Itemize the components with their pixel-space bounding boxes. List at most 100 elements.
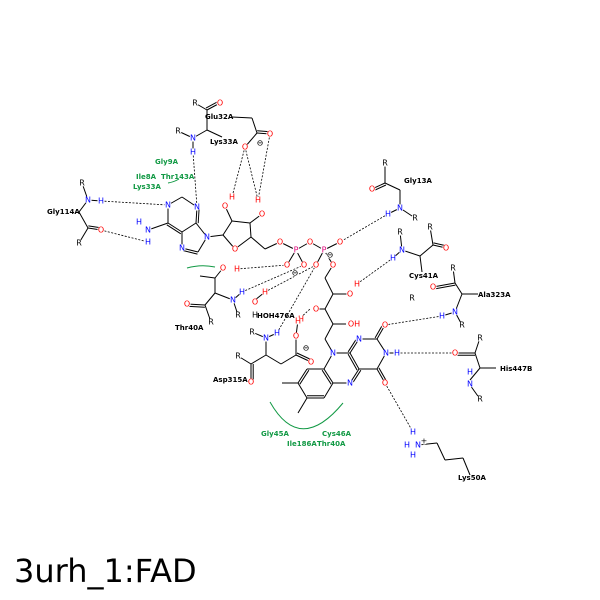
atom-background <box>231 245 239 253</box>
atom-background <box>403 441 411 449</box>
oxygen-atom: O <box>308 358 314 367</box>
oxygen-atom: O <box>430 283 436 292</box>
bond <box>297 382 308 399</box>
r-group: R <box>427 223 433 232</box>
bond <box>474 352 481 369</box>
bonds <box>78 100 496 476</box>
bond <box>454 282 463 295</box>
bond <box>199 275 216 279</box>
bond <box>444 457 464 461</box>
atom-background <box>426 223 434 231</box>
bond <box>349 352 360 370</box>
atom-background <box>97 226 105 234</box>
atom-background <box>251 298 259 306</box>
oxygen-atom: O <box>217 99 223 108</box>
atom-background <box>442 244 450 252</box>
hydrophobic-label-thr40a: Thr40A <box>317 440 346 448</box>
hydrogen-atom: H <box>98 197 104 206</box>
atom-background <box>466 380 474 388</box>
oxygen-atom: O <box>313 261 319 270</box>
hydrogen-atom: H <box>262 288 268 297</box>
atom-background <box>381 379 389 387</box>
atom-background <box>329 261 337 269</box>
oxygen-atom: O <box>337 238 343 247</box>
nitrogen-atom: N <box>204 233 210 242</box>
bond <box>432 282 456 288</box>
hydrogen-bond <box>257 133 271 201</box>
hydrogen-atom: H <box>410 451 416 460</box>
hydrogen-atom: H <box>255 196 261 205</box>
bond <box>251 117 258 134</box>
atom-background <box>438 312 446 320</box>
atom-background <box>291 269 299 277</box>
negative-charge-icon: ⊖ <box>257 139 264 148</box>
atom-background <box>320 246 328 254</box>
bond <box>250 236 266 250</box>
r-group: R <box>175 127 181 136</box>
hydrogen-bond <box>384 315 443 326</box>
hydrogen-atom: H <box>190 148 196 157</box>
residue-labels: Glu32ALys33AGly114AGly13ACys41AAla323AHi… <box>47 113 532 482</box>
nitrogen-atom: N <box>347 379 353 388</box>
hydrogen-atom: H <box>439 312 445 321</box>
atom-background <box>300 261 308 269</box>
atom-background <box>346 318 358 330</box>
hydrogen-atom: H <box>298 315 304 324</box>
nitrogen-atom: N <box>452 308 458 317</box>
atom-background <box>429 283 437 291</box>
oxygen-atom: O <box>248 378 254 387</box>
hydrogen-atom: H <box>274 329 280 338</box>
atom-background <box>97 197 105 205</box>
hydrogen-bond <box>264 264 317 293</box>
nitrogen-atom: N <box>356 335 362 344</box>
r-group: R <box>450 264 456 273</box>
atom-background <box>326 251 334 259</box>
bond <box>323 368 334 384</box>
double-bond <box>321 369 332 385</box>
atom-background <box>221 202 229 210</box>
phosphorus-atom: P <box>322 246 327 255</box>
atom-background <box>241 143 249 151</box>
bond <box>384 182 401 191</box>
oxygen-atom: O <box>232 245 238 254</box>
residue-label-lys50a: Lys50A <box>458 474 486 482</box>
hydrogen-atom: H <box>239 288 245 297</box>
oxygen-atom: O <box>252 298 258 307</box>
atom-background <box>302 344 310 352</box>
residue-label-his447b: His447B <box>500 365 532 373</box>
residue-label-lys33a-top: Lys33A <box>210 138 238 146</box>
oxygen-atom: O <box>330 261 336 270</box>
hydrogen-atom: H <box>145 238 151 247</box>
atom-background <box>466 368 474 376</box>
r-group: R <box>397 228 403 237</box>
atom-background <box>451 349 459 357</box>
residue-label-glu32a: Glu32A <box>205 113 234 121</box>
nitrogen-atom: N <box>230 296 236 305</box>
oxygen-atom: O <box>220 264 226 273</box>
residue-label-gly114a: Gly114A <box>47 208 80 216</box>
atom-background <box>193 203 201 211</box>
hydrogen-bond <box>192 151 198 208</box>
atom-background <box>346 379 354 387</box>
hydrogen-atom: H <box>234 265 240 274</box>
residue-label-cys41a: Cys41A <box>409 272 439 280</box>
atom-background <box>393 349 401 357</box>
bond <box>323 382 334 399</box>
r-group: R <box>192 99 198 108</box>
atom-background <box>420 437 428 445</box>
hydrogen-bond <box>236 264 288 270</box>
r-group: R <box>477 334 483 343</box>
hydrogen-bond <box>276 264 317 334</box>
atom-background <box>78 179 86 187</box>
atom-background <box>189 134 197 142</box>
bond <box>167 222 183 233</box>
atom-background <box>408 294 416 302</box>
oxygen-atom: O <box>284 261 290 270</box>
atom-background <box>234 352 242 360</box>
atom-background <box>451 308 459 316</box>
positive-charge-icon: + <box>421 437 428 446</box>
atom-background <box>411 214 419 222</box>
oxygen-atom: O <box>301 261 307 270</box>
hydrogen-bond <box>100 229 149 243</box>
